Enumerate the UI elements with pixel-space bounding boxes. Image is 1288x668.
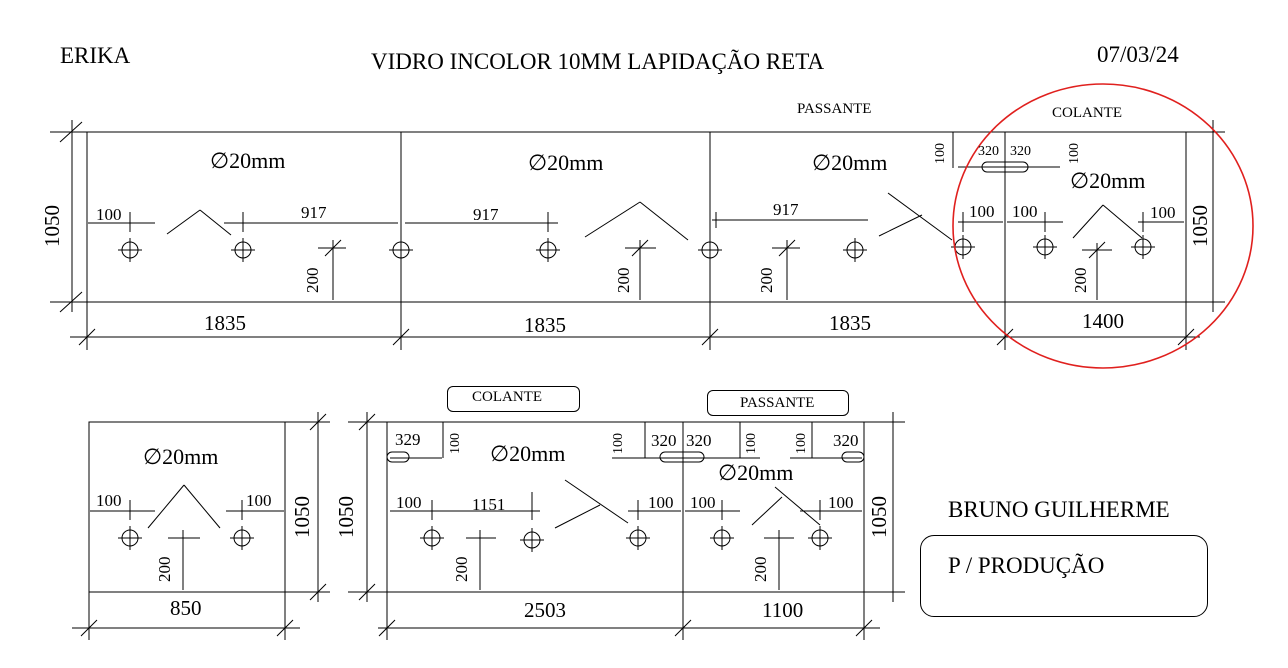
offset-200: 200 — [303, 267, 322, 294]
offset-320: 320 — [651, 431, 677, 450]
large-panel-outline — [386, 421, 865, 593]
designer-name: BRUNO GUILHERME — [948, 497, 1170, 522]
production-note-box — [920, 535, 1208, 617]
offset-100-vertical: 100 — [1067, 143, 1082, 164]
offset-100: 100 — [96, 491, 122, 510]
offset-917: 917 — [773, 200, 799, 219]
offset-200: 200 — [452, 556, 471, 583]
offset-100: 100 — [969, 202, 995, 221]
offset-200: 200 — [757, 267, 776, 294]
offset-100: 100 — [246, 491, 272, 510]
hole-diameter-label: ∅20mm — [210, 148, 286, 173]
highlight-circle — [952, 83, 1254, 369]
offset-320: 320 — [833, 431, 859, 450]
offset-100: 100 — [690, 493, 716, 512]
offset-100: 100 — [1150, 203, 1176, 222]
offset-1151: 1151 — [472, 495, 506, 514]
hole-diameter-label: ∅20mm — [1070, 168, 1146, 193]
offset-100: 100 — [396, 493, 422, 512]
offset-200: 200 — [1071, 267, 1090, 294]
width-panel-1: 1835 — [204, 311, 246, 335]
offset-329: 329 — [395, 430, 421, 449]
offset-320: 320 — [1010, 144, 1031, 159]
large-panel-height-left: 1050 — [334, 496, 358, 538]
top-height-right: 1050 — [1188, 205, 1212, 247]
label-colante-top: COLANTE — [1052, 105, 1122, 121]
top-panel-outline — [86, 131, 1187, 303]
date-label: 07/03/24 — [1097, 42, 1179, 67]
hole-diameter-label: ∅20mm — [812, 150, 888, 175]
width-panel-4: 1400 — [1082, 309, 1124, 333]
offset-100-vertical: 100 — [744, 433, 759, 454]
offset-100: 100 — [96, 205, 122, 224]
width-panel-2: 1835 — [524, 313, 566, 337]
offset-100-vertical: 100 — [448, 433, 463, 454]
hole-diameter-label: ∅20mm — [143, 444, 219, 469]
offset-100: 100 — [1012, 202, 1038, 221]
label-colante-bottom: COLANTE — [472, 389, 542, 405]
offset-100: 100 — [828, 493, 854, 512]
label-passante-top: PASSANTE — [797, 101, 872, 117]
offset-320: 320 — [686, 431, 712, 450]
production-note: P / PRODUÇÃO — [948, 553, 1105, 578]
offset-200: 200 — [155, 556, 174, 583]
small-panel-outline — [88, 421, 286, 593]
width-large-panel-1: 2503 — [524, 598, 566, 622]
page-title: VIDRO INCOLOR 10MM LAPIDAÇÃO RETA — [371, 49, 825, 74]
label-passante-bottom: PASSANTE — [740, 395, 815, 411]
offset-100: 100 — [648, 493, 674, 512]
offset-200: 200 — [614, 267, 633, 294]
passante-badge — [707, 390, 849, 416]
width-small-panel: 850 — [170, 596, 202, 620]
client-name: ERIKA — [60, 43, 131, 68]
offset-917: 917 — [473, 205, 499, 224]
top-height-left: 1050 — [40, 205, 64, 247]
width-large-panel-2: 1100 — [762, 598, 804, 622]
hole-diameter-label: ∅20mm — [718, 460, 794, 485]
hole-diameter-label: ∅20mm — [490, 441, 566, 466]
offset-200: 200 — [751, 556, 770, 583]
width-panel-3: 1835 — [829, 311, 871, 335]
offset-320: 320 — [978, 144, 999, 159]
offset-100-vertical: 100 — [794, 433, 809, 454]
small-panel-height: 1050 — [290, 496, 314, 538]
offset-100-vertical: 100 — [933, 143, 948, 164]
hole-diameter-label: ∅20mm — [528, 150, 604, 175]
offset-917: 917 — [301, 203, 327, 222]
offset-100-vertical: 100 — [611, 433, 626, 454]
colante-badge — [447, 386, 580, 412]
large-panel-height-right: 1050 — [867, 496, 891, 538]
